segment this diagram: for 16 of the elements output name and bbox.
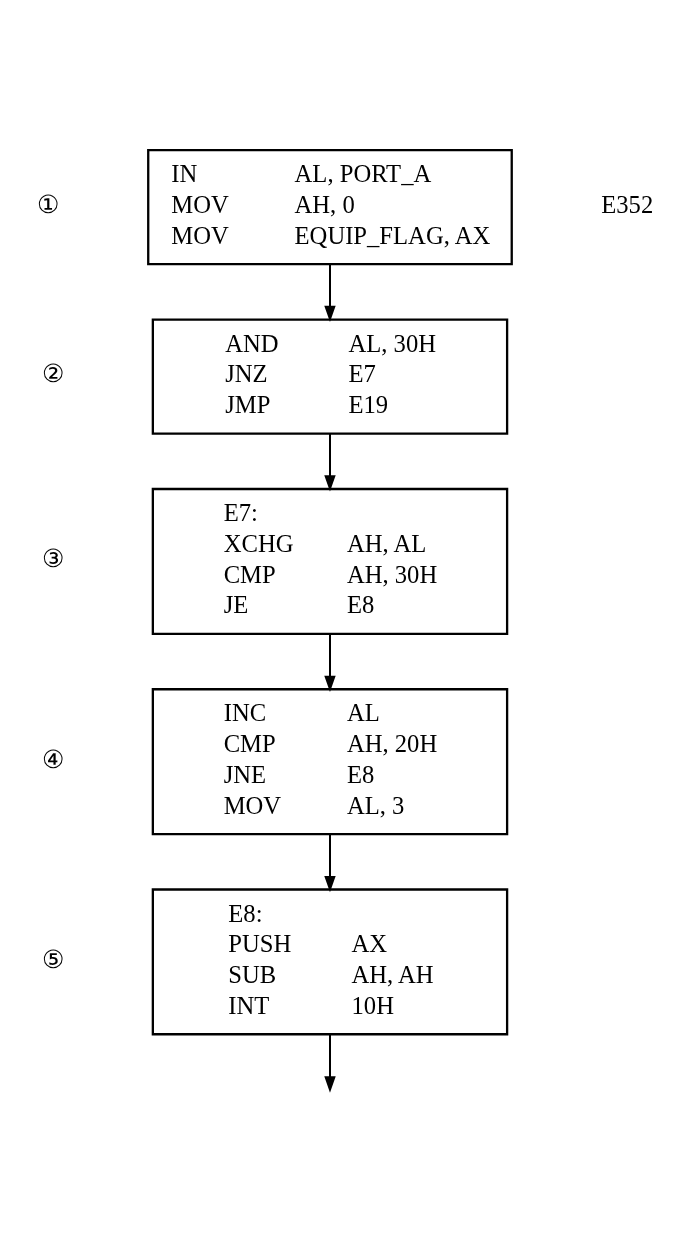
- node-box: E7: XCHG AH, AL CMP AH, 30H JE E8: [151, 487, 509, 635]
- arrow: [324, 432, 336, 492]
- arrow: [324, 1033, 336, 1093]
- arrow: [324, 263, 336, 322]
- node-label: ⑤: [41, 945, 64, 973]
- arrow: [324, 832, 336, 892]
- arrow: [324, 632, 336, 692]
- node-box: INC AL CMP AH, 20H JNE E8 MOV AL, 3: [151, 687, 509, 835]
- node-box: E8: PUSH AX SUB AH, AH INT 10H: [151, 887, 509, 1035]
- node-label: ②: [41, 359, 64, 387]
- node-label: ④: [41, 745, 64, 772]
- node-box: AND AL, 30H JNZ E7 JMP E19: [151, 317, 509, 435]
- node-label: ③: [41, 544, 64, 572]
- node-box: IN AL, PORT_A MOV AH, 0 MOV EQUIP_FLAG, AX: [147, 148, 513, 265]
- node-label: ①: [37, 190, 60, 218]
- node-label: E352: [601, 190, 654, 218]
